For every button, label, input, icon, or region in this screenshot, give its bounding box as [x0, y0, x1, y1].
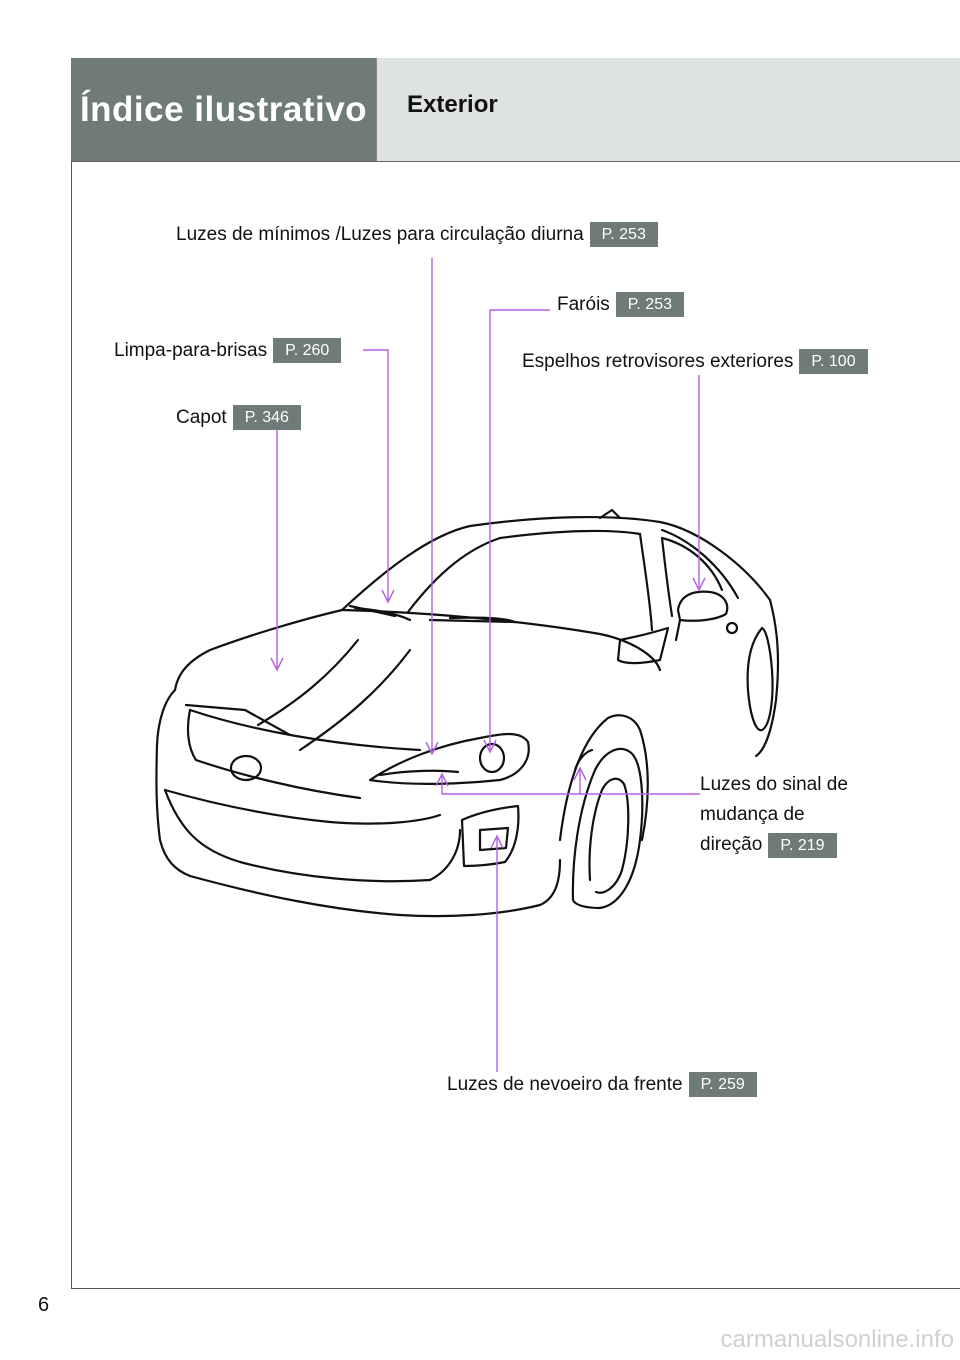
callout-headlights: Faróis P. 253: [557, 292, 684, 317]
page-frame-bottom: [71, 1288, 960, 1289]
page-ref-badge[interactable]: P. 259: [688, 1072, 757, 1097]
page-ref-badge[interactable]: P. 253: [589, 222, 658, 247]
callout-wipers: Limpa-para-brisas P. 260: [114, 338, 342, 363]
callout-label: Luzes de mínimos /Luzes para circulação …: [176, 223, 584, 245]
watermark: carmanualsonline.info: [720, 1326, 954, 1353]
section-title: Índice ilustrativo: [79, 89, 368, 129]
callout-label-line-3: direção: [700, 834, 763, 855]
callout-label: Luzes de nevoeiro da frente: [447, 1073, 683, 1095]
callout-turn-signals: Luzes do sinal de mudança de direção P. …: [700, 770, 848, 860]
page-frame-left: [71, 58, 72, 1288]
page-title: Exterior: [407, 91, 498, 118]
callout-label-line-2: mudança de: [700, 804, 805, 825]
callout-daytime-lights: Luzes de mínimos /Luzes para circulação …: [176, 222, 658, 247]
page-ref-badge[interactable]: P. 100: [799, 349, 868, 374]
callout-label-line-1: Luzes do sinal de: [700, 774, 848, 795]
header-divider: [71, 161, 960, 162]
callout-label: Capot: [176, 406, 227, 428]
callout-mirrors: Espelhos retrovisores exteriores P. 100: [522, 349, 868, 374]
section-header: Índice ilustrativo: [71, 58, 376, 161]
page-ref-badge[interactable]: P. 346: [232, 405, 301, 430]
callout-label: Faróis: [557, 293, 610, 315]
page-header: Exterior: [376, 58, 960, 161]
callout-label: Limpa-para-brisas: [114, 339, 268, 361]
callout-fog-lights: Luzes de nevoeiro da frente P. 259: [447, 1072, 757, 1097]
page-ref-badge[interactable]: P. 253: [615, 292, 684, 317]
callout-hood: Capot P. 346: [176, 405, 301, 430]
page-ref-badge[interactable]: P. 260: [273, 338, 342, 363]
page-number: 6: [38, 1294, 50, 1316]
callout-label: Espelhos retrovisores exteriores: [522, 350, 794, 372]
callout-label-line-3-row: direção P. 219: [700, 830, 848, 860]
page-ref-badge[interactable]: P. 219: [768, 832, 837, 858]
